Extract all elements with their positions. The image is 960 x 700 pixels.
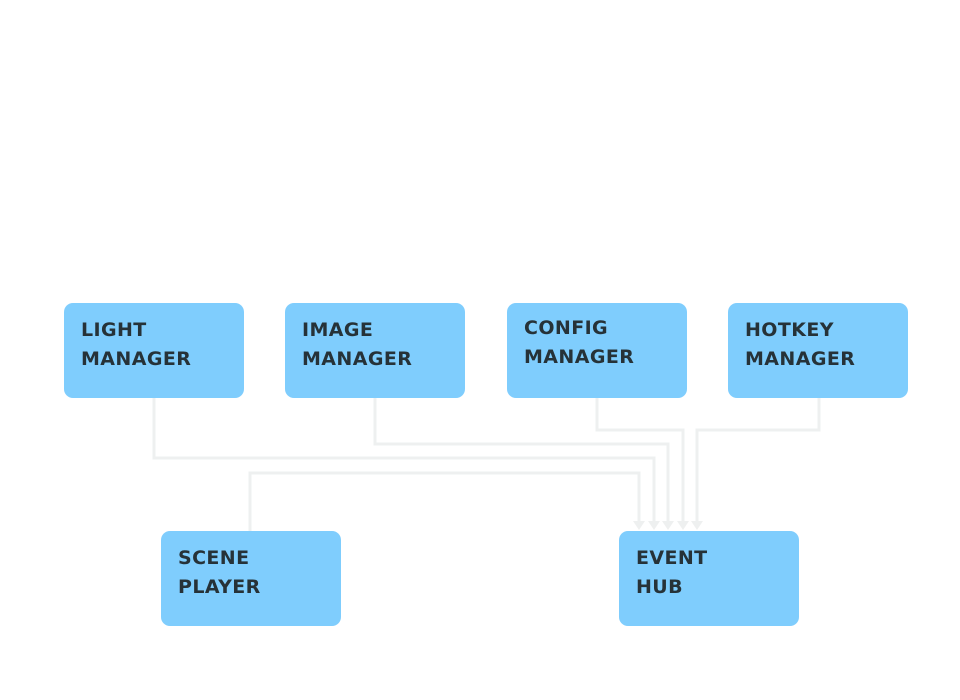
- node-label-line-1: SCENE: [178, 547, 250, 569]
- node-event-hub: EVENT HUB: [619, 531, 799, 626]
- arrowhead-light-manager: [648, 521, 660, 530]
- node-label-line-1: HOTKEY: [745, 319, 834, 341]
- node-label-line-1: IMAGE: [302, 319, 374, 341]
- arrowhead-image-manager: [662, 521, 674, 530]
- node-scene-player: SCENE PLAYER: [161, 531, 341, 626]
- arrowhead-config-manager: [677, 521, 689, 530]
- edge-config-manager-to-event-hub: [595, 397, 685, 521]
- node-image-manager: IMAGE MANAGER: [285, 303, 465, 398]
- node-label-line-1: CONFIG: [524, 317, 609, 339]
- node-config-manager: CONFIG MANAGER: [507, 303, 687, 398]
- edge-scene-player-to-event-hub: [248, 471, 641, 531]
- node-hotkey-manager: HOTKEY MANAGER: [728, 303, 908, 398]
- edge-hotkey-manager-to-event-hub: [695, 397, 821, 521]
- edge-light-manager-to-event-hub: [152, 397, 656, 521]
- node-label-line-1: LIGHT: [81, 319, 147, 341]
- node-label-line-2: PLAYER: [178, 576, 261, 598]
- arrowhead-hotkey-manager: [691, 521, 703, 530]
- node-label-line-2: MANAGER: [745, 348, 856, 370]
- arrowhead-scene-player: [633, 521, 645, 530]
- node-label-line-2: MANAGER: [302, 348, 413, 370]
- node-light-manager: LIGHT MANAGER: [64, 303, 244, 398]
- node-label-line-2: MANAGER: [81, 348, 192, 370]
- node-label-line-2: HUB: [636, 576, 684, 598]
- edge-image-manager-to-event-hub: [373, 397, 670, 521]
- node-label-line-2: MANAGER: [524, 346, 635, 368]
- node-label-line-1: EVENT: [636, 547, 708, 569]
